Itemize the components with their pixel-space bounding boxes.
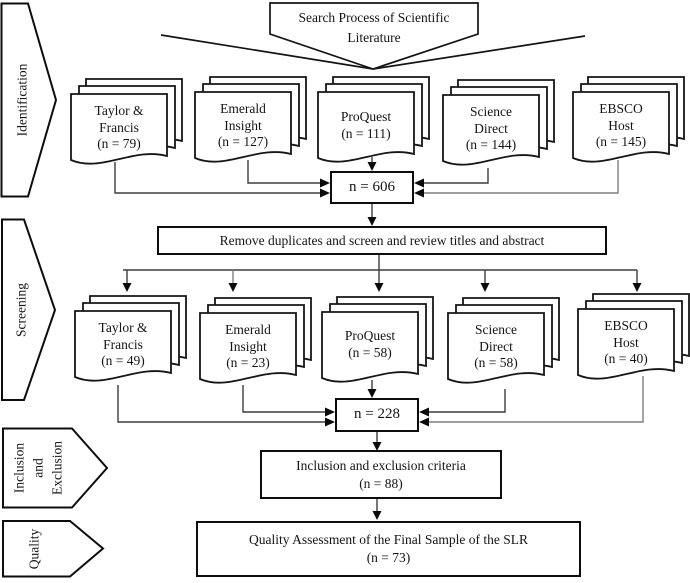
stage-arrow-screening — [1, 218, 57, 401]
connector-lines-distribution — [123, 255, 638, 283]
source-label: Taylor & Francis (n = 79) — [94, 103, 144, 151]
inclusion-exclusion-box: Inclusion and exclusion criteria (n = 88… — [260, 450, 502, 499]
total-box-screening: n = 228 — [335, 398, 419, 432]
total-box-identification: n = 606 — [330, 171, 414, 204]
source-label: Emerald Insight (n = 23) — [225, 322, 271, 370]
arrowheads — [122, 162, 642, 520]
stage-arrow-quality — [2, 520, 105, 578]
stage-arrow-identification — [0, 2, 58, 198]
source-label: Emerald Insight (n = 127) — [217, 101, 269, 149]
screening-step-box: Remove duplicates and screen and review … — [157, 226, 607, 255]
connector-lines-identification — [114, 157, 619, 217]
stage-arrow-inclusion-exclusion — [2, 427, 109, 509]
source-label: ProQuest (n = 58) — [344, 328, 396, 360]
stage-label-screening: Screening — [13, 283, 29, 337]
source-label: ProQuest (n = 111) — [340, 109, 392, 141]
stage-label-quality: Quality — [26, 528, 42, 570]
banner-arrow-shape — [160, 2, 586, 70]
stage-label-inclusion-exclusion: Inclusion and Exclusion — [11, 441, 65, 495]
stage-label-identification: Identification — [14, 63, 30, 137]
banner-title: Search Process of Scientific Literature — [298, 10, 450, 45]
source-label: EBSCO Host (n = 145) — [595, 101, 647, 149]
source-label: Science Direct (n = 144) — [465, 104, 517, 152]
source-label: Taylor & Francis (n = 49) — [98, 320, 148, 368]
quality-assessment-box: Quality Assessment of the Final Sample o… — [196, 521, 581, 577]
connector-lines-screening — [117, 376, 644, 511]
source-label: EBSCO Host (n = 40) — [604, 318, 648, 366]
source-label: Science Direct (n = 58) — [474, 322, 518, 370]
